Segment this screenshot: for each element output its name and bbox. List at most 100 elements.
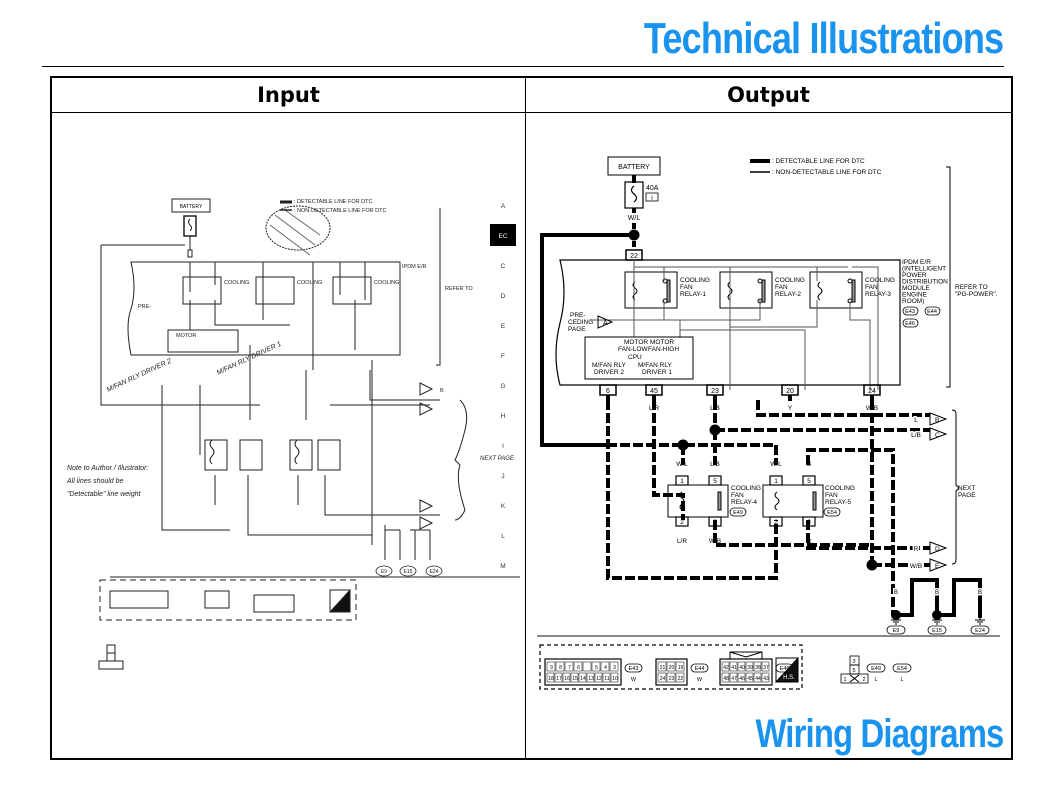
pin: 11 (604, 676, 609, 682)
r4-pin1: 1 (680, 478, 684, 485)
sketch-ground-E15: E15 (399, 565, 417, 577)
pin: 8 (559, 665, 562, 671)
pin: 4 (604, 665, 607, 671)
pin: 24 (660, 676, 666, 682)
ground-E9: B E9 (886, 589, 906, 635)
r4-wire-bottom-2: W/B (709, 538, 721, 545)
side-tab-i[interactable]: I (502, 443, 504, 450)
connector-id: E43 (629, 666, 639, 672)
side-tab-f[interactable]: F (501, 353, 505, 360)
r4-pin2: 2 (680, 519, 684, 526)
ground-id: E15 (932, 628, 942, 634)
terminal-pin: 45 (650, 388, 658, 395)
relay-5-connector: E54 (827, 510, 837, 516)
side-tab-k[interactable]: K (501, 503, 506, 510)
output-tag: C (935, 432, 940, 439)
sketch-legend-detectable: : DETECTABLE LINE FOR DTC (294, 199, 372, 205)
sketch-battery: BATTERY (180, 204, 203, 210)
pin: 41 (731, 665, 737, 671)
output-tag: B (935, 417, 939, 424)
pin: 48 (723, 676, 729, 682)
ground-wire: B (978, 590, 982, 596)
side-tab-l[interactable]: L (501, 533, 505, 540)
connector-id: E49 (871, 666, 881, 672)
side-tab-label: G (500, 383, 505, 390)
pin: 12 (596, 676, 602, 682)
r5-wire-top-1: W/L (770, 461, 782, 468)
side-tab-label: E (501, 323, 506, 330)
ground-wire: B (894, 590, 898, 596)
refer-to: REFER TO"PG-POWER". (955, 284, 998, 298)
relay-pin: 5 (852, 668, 855, 674)
sketch-ground-E9: E9 (375, 565, 393, 577)
connector-id: E46 (780, 666, 790, 672)
output-wiring-diagram: BATTERY 40A I W/L 22 : DETECTABLE LINE F… (537, 156, 1000, 690)
pin: 44 (755, 676, 761, 682)
pin: 18 (548, 676, 554, 682)
relay-2 (719, 271, 773, 309)
sketch-relay-2: COOLING (297, 280, 322, 286)
pin: 20 (669, 665, 675, 671)
sketch-driver2-note: M/FAN RLY DRIVER 2 (106, 358, 173, 394)
terminal-pin: 6 (606, 388, 610, 395)
side-tab-j[interactable]: J (501, 473, 504, 480)
r4-wire-bottom-1: L/R (677, 538, 687, 545)
side-tab-a[interactable]: A (501, 203, 506, 210)
table-header-divider (50, 112, 1013, 113)
side-tab-d[interactable]: D (501, 293, 506, 300)
side-tab-label: M (500, 563, 505, 570)
relay-4-connector: E49 (733, 510, 743, 516)
ground-id: E9 (893, 628, 900, 634)
output-tag: E (935, 563, 940, 570)
pin: 19 (678, 665, 684, 671)
connector-color: L (874, 677, 877, 683)
sketch-next-tag-b: B (440, 388, 444, 394)
input-column-header: Input (257, 83, 320, 107)
connector-view-E46: 424140393837484746454443E46W (719, 651, 794, 686)
connector-color: W (631, 677, 637, 683)
side-tab-ec[interactable]: EC (490, 224, 516, 246)
side-tab-h[interactable]: H (501, 413, 506, 420)
terminal-20: 20Y (781, 384, 799, 412)
pin: 42 (723, 665, 729, 671)
side-tab-g[interactable]: G (500, 383, 505, 390)
battery-label: BATTERY (618, 164, 650, 171)
sketch-preceding: PRE- (138, 304, 151, 310)
sketch-legend-non-detectable: : NON-DETECTABLE LINE FOR DTC (294, 208, 387, 214)
relay-1 (624, 271, 678, 309)
pin: 13 (588, 676, 594, 682)
preceding-tag: A (603, 320, 608, 327)
r4-wire-top-2: L/B (710, 461, 720, 468)
sketch-ground-id: E15 (404, 569, 413, 575)
terminal-pin: 23 (711, 388, 719, 395)
sketch-next-page-note: NEXT PAGE (480, 456, 515, 462)
pin: 7 (568, 665, 571, 671)
pin: 23 (669, 676, 675, 682)
pin: 5 (595, 665, 598, 671)
relay-pin: 2 (862, 677, 865, 683)
side-tab-c[interactable]: C (501, 263, 506, 270)
connector-id: E44 (695, 666, 705, 672)
side-tab-m[interactable]: M (500, 563, 505, 570)
pin: 38 (755, 665, 761, 671)
output-tag: D (935, 546, 940, 553)
r4-pin5: 5 (713, 478, 717, 485)
ipdm-module-box (555, 259, 901, 386)
pin: 39 (747, 665, 753, 671)
pin: 3 (613, 665, 616, 671)
side-tab-label: F (501, 353, 505, 360)
connector-color: W (697, 677, 703, 683)
fuse-box (624, 181, 644, 209)
pin: 40 (739, 665, 745, 671)
pin: 6 (577, 665, 580, 671)
side-tab-e[interactable]: E (501, 323, 506, 330)
sketch-driver1-note: M/FAN RLY DRIVER 1 (216, 341, 283, 377)
